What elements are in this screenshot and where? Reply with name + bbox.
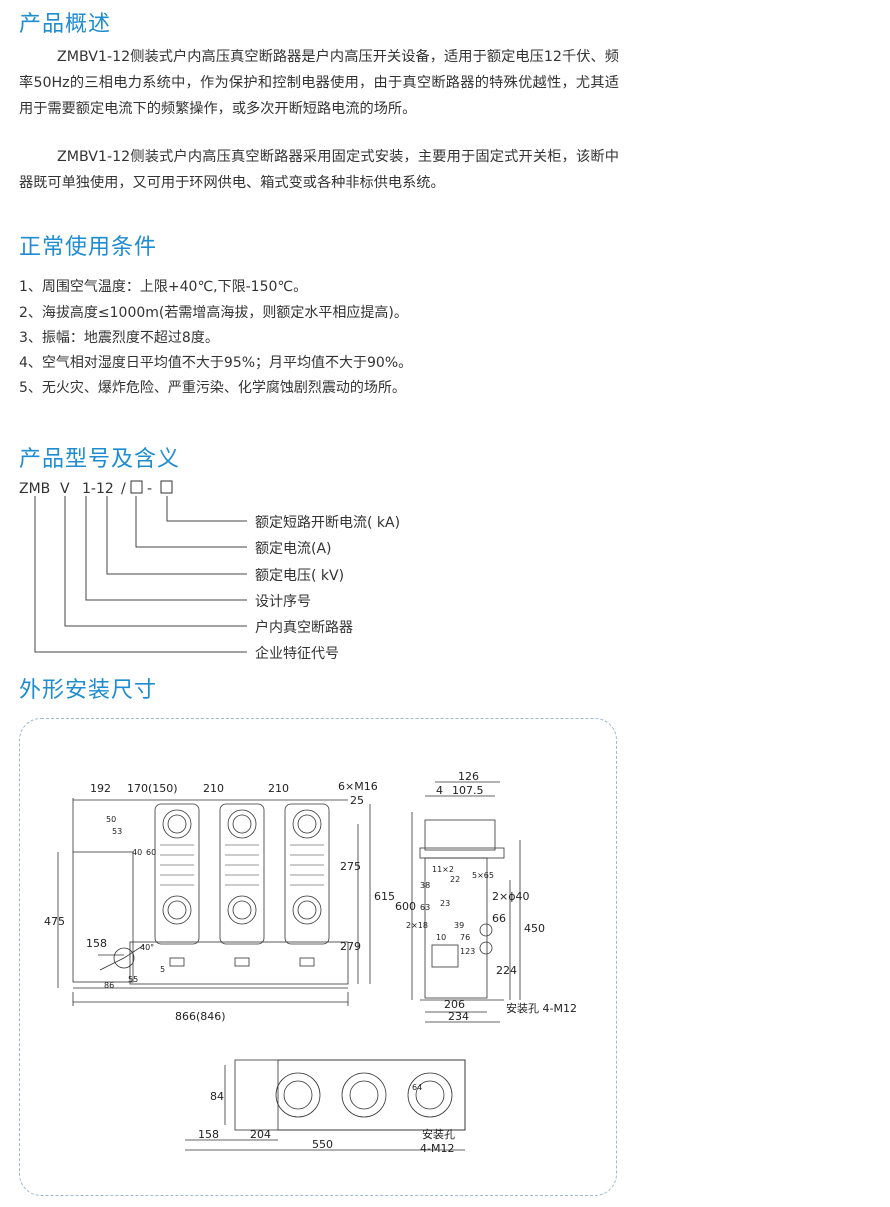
svg-text:279: 279: [340, 940, 361, 953]
svg-text:158: 158: [86, 937, 107, 950]
overview-heading: 产品概述: [19, 12, 112, 37]
svg-text:6×M16: 6×M16: [338, 780, 378, 793]
front-view-labels: 192 170(150) 210 210 6×M16 25 50 53 40 6…: [44, 780, 395, 1023]
plan-view-labels: 84 64 158 204 550 安装孔 4-M12: [198, 1083, 455, 1155]
svg-text:60: 60: [146, 848, 156, 857]
svg-text:66: 66: [492, 912, 506, 925]
svg-text:224: 224: [496, 964, 517, 977]
model-label-rated-current: 额定电流(A): [255, 541, 332, 557]
svg-text:4-M12: 4-M12: [420, 1142, 454, 1155]
svg-text:158: 158: [198, 1128, 219, 1141]
svg-text:4: 4: [436, 784, 443, 797]
model-label-breaking-current: 额定短路开断电流( kA): [255, 515, 401, 531]
svg-text:204: 204: [250, 1128, 271, 1141]
svg-text:866(846): 866(846): [175, 1010, 226, 1023]
svg-text:210: 210: [203, 782, 224, 795]
svg-text:64: 64: [412, 1083, 422, 1092]
svg-text:2×18: 2×18: [406, 921, 428, 930]
svg-text:安装孔: 安装孔: [422, 1127, 455, 1141]
svg-text:126: 126: [458, 770, 479, 783]
svg-text:615: 615: [374, 890, 395, 903]
model-label-rated-voltage: 额定电压( kV): [255, 568, 345, 584]
front-view: [57, 798, 371, 1006]
model-label-indoor-vcb: 户内真空断路器: [255, 620, 353, 636]
svg-text:55: 55: [128, 975, 138, 984]
overview-p1-text: ZMBV1-12侧装式户内高压真空断路器是户内高压开关设备，适用于额定电压12千…: [19, 49, 619, 117]
svg-text:210: 210: [268, 782, 289, 795]
svg-text:40°: 40°: [140, 943, 154, 952]
conditions-heading: 正常使用条件: [19, 235, 158, 260]
svg-text:5: 5: [160, 965, 165, 974]
svg-text:50: 50: [106, 815, 116, 824]
overview-p2-text: ZMBV1-12侧装式户内高压真空断路器采用固定式安装，主要用于固定式开关柜，该…: [19, 149, 619, 191]
svg-text:25: 25: [350, 794, 364, 807]
model-label-design-number: 设计序号: [255, 594, 311, 610]
svg-text:234: 234: [448, 1010, 469, 1023]
code-slash: /: [121, 481, 126, 497]
condition-item-1: 1、周围空气温度：上限+40℃,下限-150℃。: [19, 279, 308, 295]
svg-text:5×65: 5×65: [472, 871, 494, 880]
svg-text:63: 63: [420, 903, 430, 912]
dimensions-heading: 外形安装尺寸: [19, 678, 158, 703]
svg-text:192: 192: [90, 782, 111, 795]
model-label-enterprise-code: 企业特征代号: [255, 646, 339, 662]
svg-text:123: 123: [460, 947, 475, 956]
code-box-current: [130, 480, 143, 494]
overview-paragraph-2: ZMBV1-12侧装式户内高压真空断路器采用固定式安装，主要用于固定式开关柜，该…: [19, 144, 619, 196]
code-dash: -: [147, 481, 152, 497]
svg-text:170(150): 170(150): [127, 782, 178, 795]
condition-item-5: 5、无火灾、爆炸危险、严重污染、化学腐蚀剧烈震动的场所。: [19, 380, 406, 396]
code-v: V: [60, 481, 70, 497]
dimension-drawing: 192 170(150) 210 210 6×M16 25 50 53 40 6…: [44, 770, 577, 1155]
svg-text:40: 40: [132, 848, 142, 857]
condition-item-4: 4、空气相对湿度日平均值不大于95%；月平均值不大于90%。: [19, 355, 413, 371]
svg-text:600: 600: [395, 900, 416, 913]
code-zmb: ZMB: [19, 481, 50, 497]
svg-text:475: 475: [44, 915, 65, 928]
plan-view: [185, 1059, 466, 1151]
drawing-frame: [19, 718, 617, 1196]
code-box-breaking: [160, 480, 173, 494]
condition-item-2: 2、海拔高度≤1000m(若需增高海拔，则额定水平相应提高)。: [19, 305, 408, 321]
svg-text:10: 10: [436, 933, 446, 942]
svg-text:86: 86: [104, 981, 114, 990]
overview-paragraph-1: ZMBV1-12侧装式户内高压真空断路器是户内高压开关设备，适用于额定电压12千…: [19, 44, 619, 122]
svg-text:39: 39: [454, 921, 464, 930]
svg-text:23: 23: [440, 899, 450, 908]
svg-text:84: 84: [210, 1090, 224, 1103]
code-number: 1-12: [82, 481, 114, 497]
svg-text:450: 450: [524, 922, 545, 935]
side-view-labels: 126 4 107.5 600 11×2 22 5×65 38 63 23 2×…: [395, 770, 577, 1023]
svg-text:安装孔 4-M12: 安装孔 4-M12: [506, 1001, 577, 1015]
condition-item-3: 3、振幅：地震烈度不超过8度。: [19, 330, 219, 346]
model-leader-lines: ZMB V 1-12 / -: [19, 480, 247, 653]
svg-text:275: 275: [340, 860, 361, 873]
svg-text:11×2: 11×2: [432, 865, 454, 874]
model-code-diagram: ZMB V 1-12 / - 额定短路开断电流( kA) 额定电流(A) 额定电…: [19, 472, 539, 672]
svg-text:53: 53: [112, 827, 122, 836]
svg-text:206: 206: [444, 998, 465, 1011]
svg-text:22: 22: [450, 875, 460, 884]
svg-text:107.5: 107.5: [452, 784, 484, 797]
svg-text:550: 550: [312, 1138, 333, 1151]
side-view: [411, 781, 521, 1023]
svg-text:38: 38: [420, 881, 430, 890]
model-heading: 产品型号及含义: [19, 447, 181, 472]
svg-text:2×ϕ40: 2×ϕ40: [492, 890, 529, 903]
svg-text:76: 76: [460, 933, 470, 942]
